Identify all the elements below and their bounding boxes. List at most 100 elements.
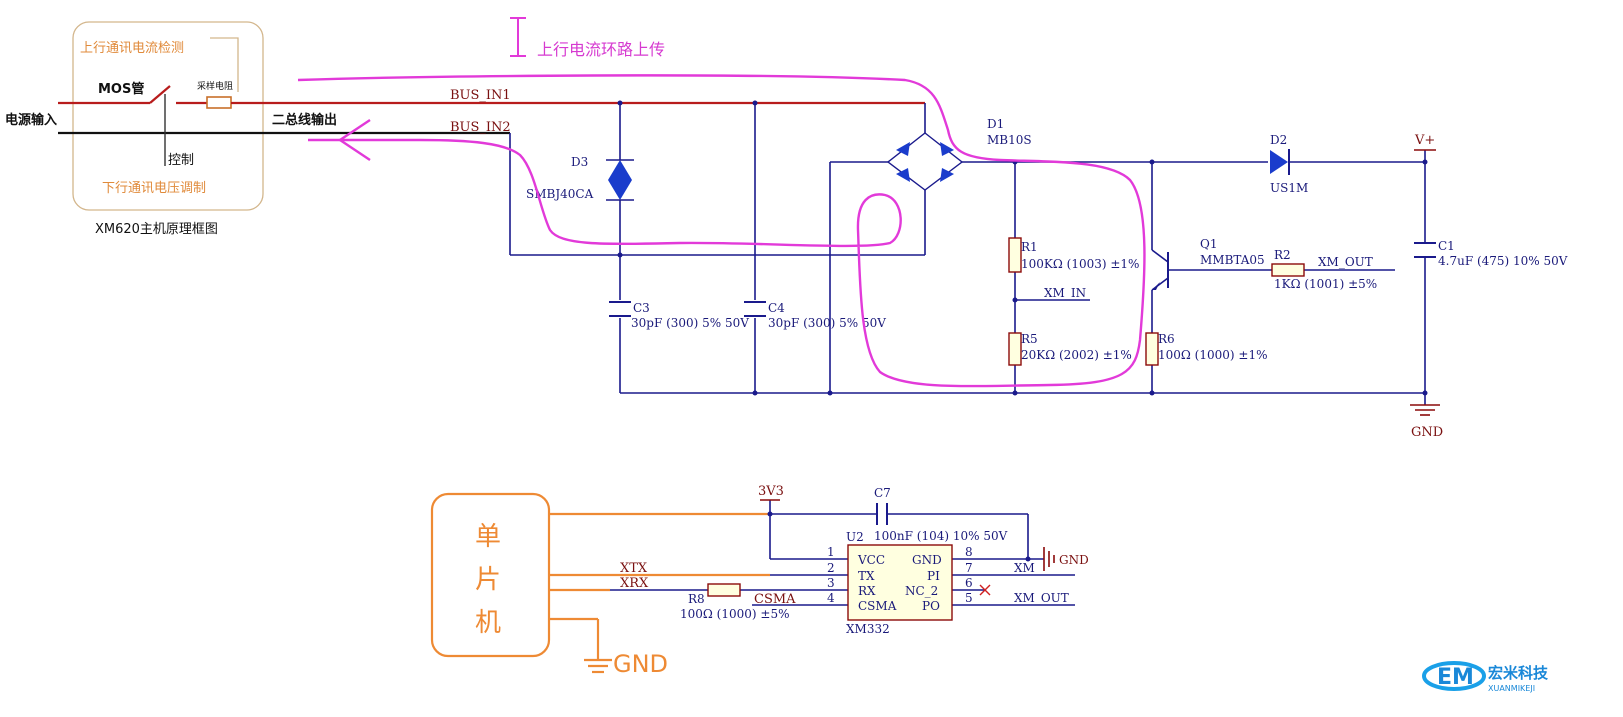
junction <box>752 390 758 396</box>
d1-ref: D1 <box>987 117 1004 131</box>
q1-collector-leg <box>1151 249 1169 263</box>
u2-pin-num: 4 <box>827 591 835 605</box>
junction <box>1012 390 1018 396</box>
d2-value: US1M <box>1270 181 1308 195</box>
junction <box>617 252 623 258</box>
c7-ref: C7 <box>874 486 891 500</box>
xm-net: XM <box>1014 561 1035 575</box>
upload-loop-label: 上行电流环路上传 <box>537 40 665 59</box>
nc-cross-b <box>979 584 991 596</box>
brand-logo: EM 宏米科技 XUANMIKEJI <box>1422 661 1549 693</box>
u2-pin-name: CSMA <box>858 599 897 613</box>
u2-wires <box>610 500 1075 606</box>
c3-ref: C3 <box>633 301 650 315</box>
gnd-net: GND <box>1411 425 1443 440</box>
xrx-net: XRX <box>620 576 649 591</box>
csma-net: CSMA <box>754 592 796 607</box>
c3-value: 30pF (300) 5% 50V <box>631 316 749 330</box>
vplus-port: V+ <box>1414 133 1436 151</box>
q1-value: MMBTA05 <box>1200 253 1265 267</box>
d3-value: SMBJ40CA <box>526 187 594 201</box>
mcu-wires: GND <box>549 512 770 678</box>
xtx-net: XTX <box>620 561 648 576</box>
r1-body <box>1008 237 1022 273</box>
junction <box>767 511 773 517</box>
r2-res: R2 1KΩ (1001) ±5% <box>1271 248 1377 291</box>
bridge-diode-1 <box>896 142 910 156</box>
d2-diode: D2 US1M <box>1270 133 1308 195</box>
mcu-char-2: 片 <box>475 565 501 595</box>
u2-body <box>847 544 953 621</box>
xm-out-net: XM_OUT <box>1318 255 1373 269</box>
junction <box>752 100 758 106</box>
c7-cap: C7 100nF (104) 10% 50V <box>874 486 1008 543</box>
c1-ref: C1 <box>1438 239 1455 253</box>
v3v3-net: 3V3 <box>758 484 784 499</box>
logo-sub: XUANMIKEJI <box>1488 684 1535 693</box>
top-schematic-wires: BUS_IN1 BUS_IN2 <box>450 88 1428 405</box>
c1-value: 4.7uF (475) 10% 50V <box>1438 254 1568 268</box>
u2-name: XM332 <box>846 622 890 636</box>
u2-pin-name: PO <box>922 599 940 613</box>
d1-value: MB10S <box>987 133 1032 147</box>
c1-cap: C1 4.7uF (475) 10% 50V <box>1414 239 1568 268</box>
junction <box>1149 390 1155 396</box>
block-frame <box>72 21 264 211</box>
d2-ref: D2 <box>1270 133 1287 147</box>
r2-ref: R2 <box>1274 248 1291 262</box>
u2-pin-num: 8 <box>965 545 973 559</box>
bus-in1-net: BUS_IN1 <box>450 88 511 103</box>
loop-stroke <box>297 74 1146 388</box>
mcu-char-3: 机 <box>475 608 501 638</box>
d3-diode-top <box>608 160 632 180</box>
junction <box>1012 297 1018 303</box>
u2-pin-num: 6 <box>965 576 973 590</box>
c4-cap: C4 30pF (300) 5% 50V <box>744 301 886 330</box>
q1-ref: Q1 <box>1200 237 1217 251</box>
mcu-block: 单 片 机 <box>430 492 551 658</box>
bridge-diode-3 <box>896 168 910 182</box>
u2-pin-name: TX <box>858 569 875 583</box>
downstream-mod-label: 下行通讯电压调制 <box>102 181 206 196</box>
junction <box>1149 159 1155 165</box>
junction <box>617 100 623 106</box>
mos-switch <box>149 85 171 104</box>
r5-ref: R5 <box>1021 332 1038 346</box>
r8-res: R8 100Ω (1000) ±5% <box>680 583 789 621</box>
junction <box>1422 159 1428 165</box>
d3-tvs: D3 SMBJ40CA <box>526 155 634 201</box>
q1-arrow <box>1152 282 1160 290</box>
block-caption: XM620主机原理框图 <box>95 222 218 237</box>
r2-body <box>1271 263 1305 277</box>
bottom-net-labels: XTX XRX CSMA XM XM_OUT <box>620 561 1069 607</box>
u2-pin-num: 7 <box>965 561 973 575</box>
v3v3-port: 3V3 <box>758 484 784 501</box>
r5-res: R5 20KΩ (2002) ±1% <box>1008 332 1132 366</box>
c4-ref: C4 <box>768 301 785 315</box>
gnd-symbol: GND <box>1410 404 1443 440</box>
r6-value: 100Ω (1000) ±1% <box>1158 348 1267 362</box>
u2-chip: U2 XM332 1 VCC 2 TX 3 RX 4 CSMA 8 GND 7 … <box>827 530 973 636</box>
current-loop-path <box>297 74 1146 388</box>
u2-pin-name: VCC <box>857 553 885 567</box>
xm-in-net: XM_IN <box>1044 286 1086 300</box>
r8-ref: R8 <box>688 592 705 606</box>
c7-value: 100nF (104) 10% 50V <box>874 529 1008 543</box>
r6-body <box>1145 332 1159 366</box>
mcu-char-1: 单 <box>475 522 501 552</box>
sense-resistor <box>206 96 232 109</box>
r6-res: R6 100Ω (1000) ±1% <box>1145 332 1267 366</box>
r1-ref: R1 <box>1021 240 1038 254</box>
logo-swoosh-icon <box>1422 661 1486 691</box>
loop-arrowhead <box>337 119 371 161</box>
bridge-diode-2 <box>940 142 954 156</box>
q1-transistor: Q1 MMBTA05 <box>1151 237 1265 291</box>
r2-value: 1KΩ (1001) ±5% <box>1274 277 1377 291</box>
gnd-big-label: GND <box>613 650 668 678</box>
u2-pin-name: PI <box>927 569 940 583</box>
u2-pin-num: 2 <box>827 561 835 575</box>
block-diagram: 上行通讯电流检测 MOS管 采样电阻 电源输入 二总线输出 控制 下行通讯电压调… <box>5 21 925 237</box>
xm-out2-net: XM_OUT <box>1014 591 1069 605</box>
